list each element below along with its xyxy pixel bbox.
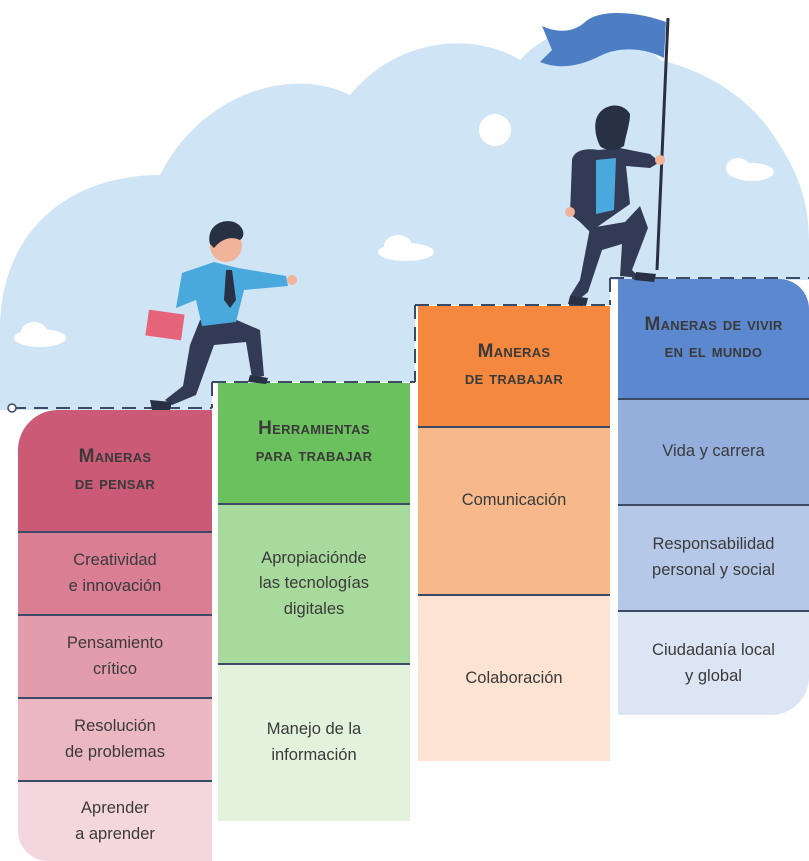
list-item: Apropiaciónde las tecnologías digitales — [218, 505, 410, 663]
divider — [218, 663, 410, 665]
column-herramientas-para-trabajar: Herramientas para trabajar Apropiaciónde… — [218, 383, 410, 821]
divider — [618, 398, 809, 400]
list-item: Aprender a aprender — [18, 782, 212, 861]
column-header: Herramientas para trabajar — [218, 383, 410, 503]
column-header: Maneras de vivir en el mundo — [618, 279, 809, 398]
divider — [218, 503, 410, 505]
column-maneras-de-trabajar: Maneras de trabajar Comunicación Colabor… — [418, 306, 610, 761]
divider — [18, 614, 212, 616]
outline-start-dot — [7, 403, 17, 413]
list-item: Comunicación — [418, 428, 610, 594]
list-item: Ciudadanía local y global — [618, 612, 809, 715]
list-item: Manejo de la información — [218, 665, 410, 821]
divider — [18, 697, 212, 699]
column-header: Maneras de trabajar — [418, 306, 610, 426]
divider — [618, 504, 809, 506]
divider — [618, 610, 809, 612]
divider — [418, 426, 610, 428]
divider — [18, 780, 212, 782]
list-item: Pensamiento crítico — [18, 616, 212, 697]
list-item: Vida y carrera — [618, 400, 809, 504]
list-item: Colaboración — [418, 596, 610, 761]
list-item: Resolución de problemas — [18, 699, 212, 780]
list-item: Creatividad e innovación — [18, 533, 212, 614]
list-item: Responsabilidad personal y social — [618, 506, 809, 610]
column-header: Maneras de pensar — [18, 410, 212, 531]
column-maneras-de-pensar: Maneras de pensar Creatividad e innovaci… — [18, 410, 212, 861]
column-maneras-de-vivir: Maneras de vivir en el mundo Vida y carr… — [618, 279, 809, 715]
divider — [418, 594, 610, 596]
divider — [18, 531, 212, 533]
